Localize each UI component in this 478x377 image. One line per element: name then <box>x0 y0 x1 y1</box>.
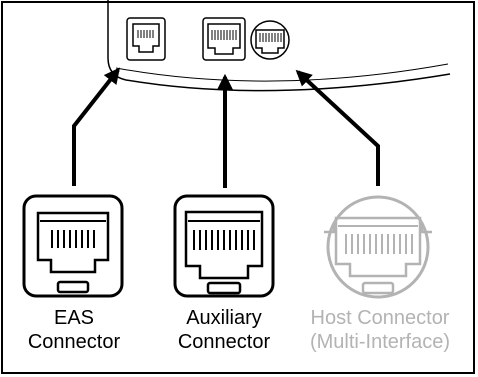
host-label-line2: (Multi-Interface) <box>309 331 451 353</box>
device-eas-port <box>126 17 166 61</box>
auxiliary-connector-label: Auxiliary Connector <box>134 306 314 354</box>
device-auxiliary-port <box>202 17 246 61</box>
device-host-port <box>250 20 290 60</box>
arrow-eas <box>72 67 120 186</box>
auxiliary-label-line2: Connector <box>177 331 271 353</box>
host-connector-icon <box>324 195 432 299</box>
eas-label-line1: EAS <box>53 307 95 329</box>
eas-connector-icon <box>22 194 124 298</box>
auxiliary-connector-icon <box>173 194 275 298</box>
host-connector-label: Host Connector (Multi-Interface) <box>290 306 470 354</box>
eas-connector-label: EAS Connector <box>0 306 164 354</box>
auxiliary-label-line1: Auxiliary <box>186 307 262 329</box>
host-label-line1: Host Connector <box>310 307 450 329</box>
arrow-host <box>295 69 380 186</box>
eas-label-line2: Connector <box>27 331 121 353</box>
